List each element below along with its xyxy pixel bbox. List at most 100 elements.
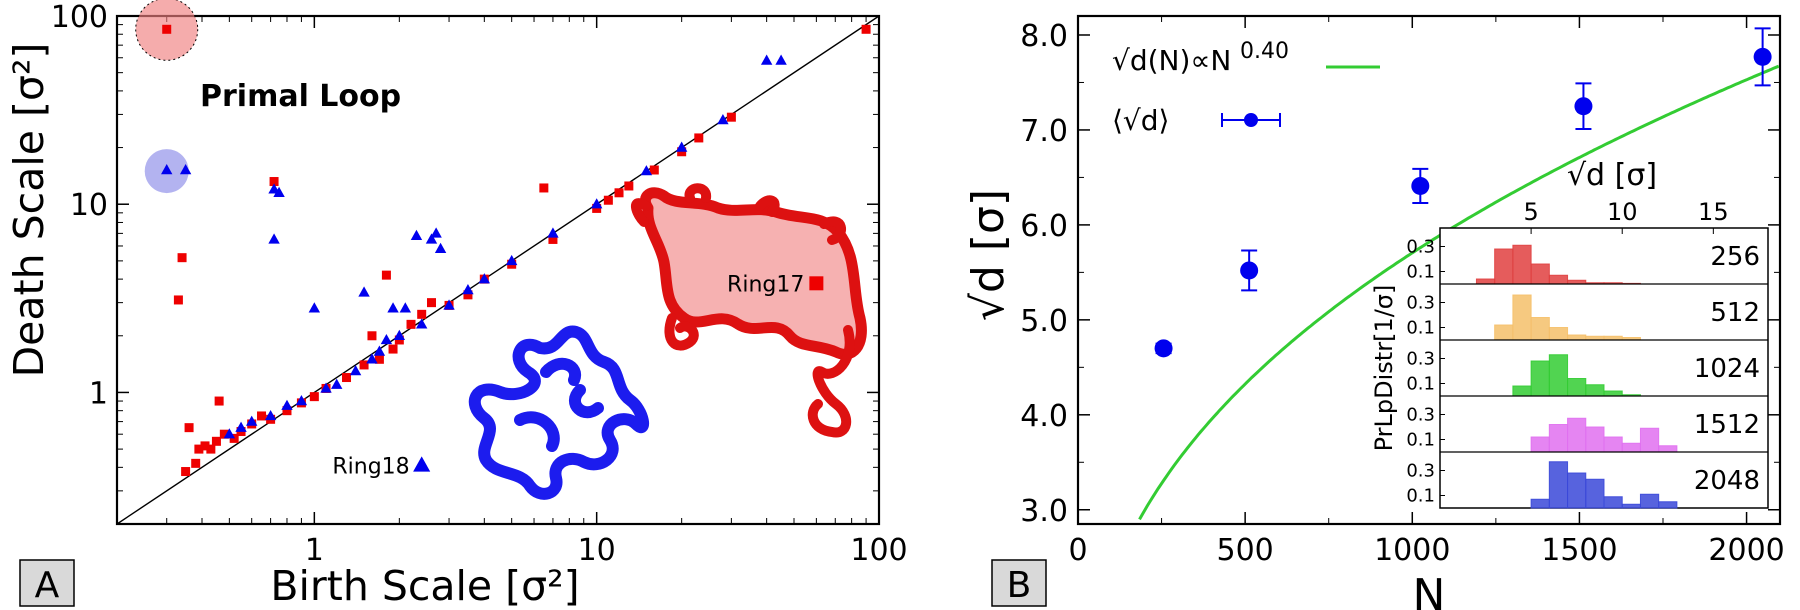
ring18-point (373, 345, 386, 356)
histogram-bar (1548, 461, 1569, 509)
histogram-bar (1603, 496, 1623, 509)
ring18-point (547, 227, 559, 238)
ring17-conformation (639, 187, 867, 360)
histogram-label: 256 (1710, 242, 1760, 272)
histogram-bar (1530, 317, 1550, 341)
ring17-label-marker (809, 276, 824, 291)
ring17-point (367, 331, 377, 341)
inset-ylabel: PrLpDistr[1/σ] (1370, 285, 1398, 452)
primal-loop-annotation: Primal Loop (200, 79, 401, 114)
ring17-point (417, 309, 427, 319)
y-tick-label: 1 (89, 376, 108, 411)
inset-x-tick-label: 10 (1607, 198, 1638, 226)
y-tick-label: 10 (70, 188, 108, 223)
histogram-bar (1548, 424, 1569, 453)
inset-y-tick-label: 0.3 (1406, 349, 1435, 370)
ring18-point (223, 428, 236, 439)
ring18-point (430, 227, 442, 238)
ring17-point (548, 234, 558, 244)
ring18-point (675, 141, 688, 152)
ring17-point (219, 429, 229, 439)
data-point (1574, 97, 1593, 116)
data-point (1753, 47, 1772, 66)
legend-mean-marker (1244, 113, 1258, 127)
ring17-point (282, 406, 292, 416)
histogram-bar (1530, 498, 1550, 509)
inset-xlabel: √d [σ] (1567, 158, 1657, 193)
ring17-point (214, 396, 224, 406)
histogram-bar (1512, 244, 1532, 285)
ring17-point (194, 444, 204, 454)
panel-a-label: A (35, 565, 60, 606)
histogram-bar (1530, 263, 1550, 285)
ring17-point (388, 344, 398, 354)
histogram-bar (1548, 327, 1569, 341)
ring18-point (505, 254, 518, 266)
ring18-label-marker (413, 456, 431, 472)
panel-b-label-box (991, 559, 1047, 607)
histogram-label: 1512 (1694, 410, 1760, 440)
ring18-point (640, 165, 653, 176)
ring18-point (443, 299, 455, 310)
ring17-point (206, 444, 216, 454)
inset-y-tick-label: 0.1 (1406, 486, 1435, 507)
ring17-point (181, 467, 191, 477)
histogram-bar (1621, 442, 1641, 453)
x-tick-label: 0 (1068, 533, 1087, 568)
histogram-bar (1567, 417, 1587, 453)
diagonal-line (116, 15, 880, 525)
ring18-point (320, 382, 332, 393)
ring18-point (366, 353, 378, 364)
ring17-point (191, 458, 201, 468)
histogram-bar (1585, 426, 1605, 453)
ring18-point (268, 233, 280, 244)
ring17-point (614, 188, 624, 198)
histogram-bar (1639, 427, 1660, 453)
power-law-fit-line (1138, 64, 1780, 521)
y-tick-label: 6.0 (1020, 209, 1068, 244)
data-point (1240, 261, 1259, 280)
inset-y-tick-label: 0.3 (1406, 461, 1435, 482)
panel-b-ylabel: √d [σ] (963, 189, 1014, 321)
histogram-bar (1548, 354, 1569, 397)
histogram-bar (1548, 274, 1569, 285)
x-tick-label: 100 (850, 533, 907, 568)
inset-x-tick-label: 5 (1523, 198, 1538, 226)
ring17-point (177, 253, 187, 263)
ring18-point (434, 242, 447, 253)
inset-y-tick-label: 0.3 (1406, 237, 1435, 258)
ring18-point (161, 163, 173, 175)
histogram-bar (1567, 378, 1587, 397)
ring17-point (184, 423, 194, 433)
panel-a-points (161, 24, 871, 477)
ring18-point (246, 415, 258, 426)
histogram-bar (1567, 334, 1587, 341)
ring-conformations (468, 183, 867, 500)
ring18-point (393, 329, 406, 340)
ring18-point (415, 318, 428, 329)
histogram-bar (1585, 478, 1605, 509)
ring17-point (406, 319, 416, 329)
histogram-label: 512 (1710, 298, 1760, 328)
ring17-point (257, 411, 267, 421)
ring17-point (539, 183, 549, 193)
inset-y-tick-label: 0.1 (1406, 374, 1435, 395)
mean-sqrt-d-points (1154, 27, 1772, 358)
histogram-bar (1603, 436, 1623, 453)
histogram-label: 2048 (1694, 466, 1760, 496)
legend-mean-label: ⟨√d⟩ (1112, 104, 1169, 137)
ring18-point (399, 302, 412, 313)
y-tick-label: 3.0 (1020, 494, 1068, 529)
histogram-bar (1512, 385, 1532, 397)
ring18-point (349, 364, 362, 376)
legend-fit-label: √d(N)∝N (1112, 44, 1231, 77)
histogram-bar (1658, 501, 1678, 509)
y-tick-label: 5.0 (1020, 304, 1068, 339)
histogram-bar (1512, 294, 1532, 341)
inset-y-tick-label: 0.3 (1406, 405, 1435, 426)
histogram-bar (1530, 436, 1550, 453)
ring18-point (281, 399, 293, 410)
